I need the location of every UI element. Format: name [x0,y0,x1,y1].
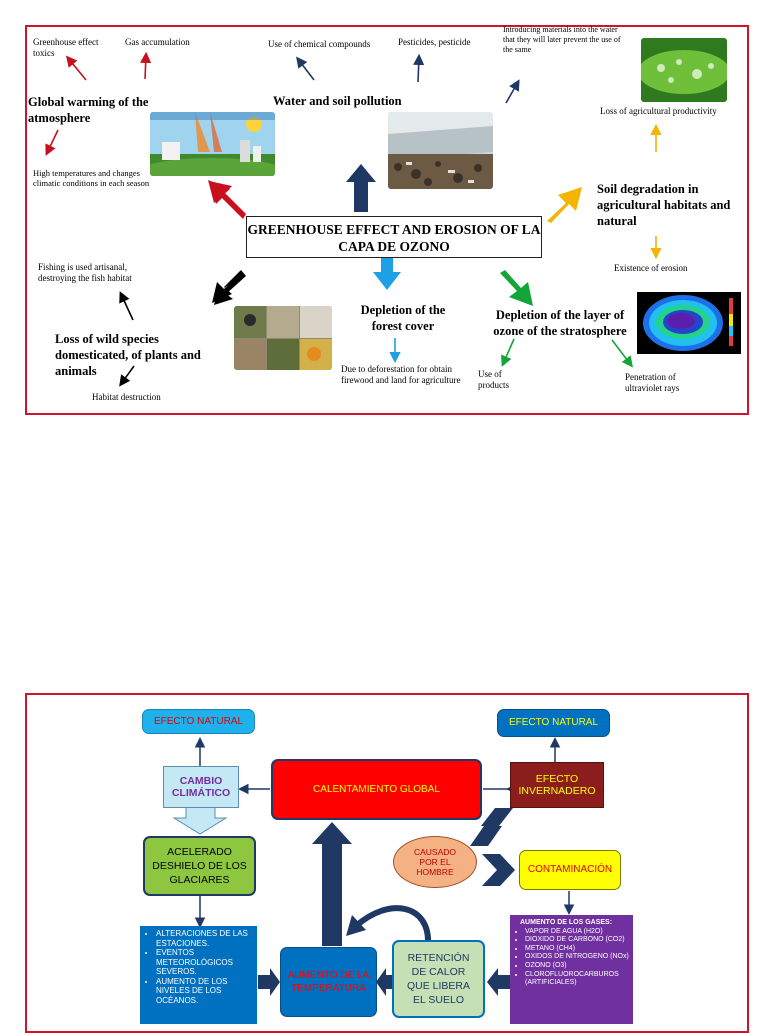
gas-item: OXIDOS DE NITROGENO (NOx) [525,953,629,962]
gw-effect-1: Greenhouse effect toxics [33,37,99,58]
forest-heading: Depletion of the forest cover [360,303,446,333]
ws-cause-3: Introducing materials into the water tha… [503,25,621,54]
greenhouse-image [150,112,275,176]
bottom-diagram-frame [25,693,749,1033]
leaf-image [641,38,727,102]
pollution-image [388,112,493,189]
gas-item: OZONO (O3) [525,962,629,971]
water-soil-heading: Water and soil pollution [273,94,402,108]
arrow-ws-cause3 [505,79,520,104]
water-drops-leaf-photo [641,38,727,102]
top-arrows-layer [45,51,662,387]
global-warming-heading: Global warming of the atmosphere [28,95,149,125]
gases-list-box: AUMENTO DE LOS GASES: VAPOR DE AGUA (H2O… [510,915,633,1024]
big-arrow-red-body [209,181,246,219]
ozone-cause-2: Penetration of ultraviolet rays [625,372,680,393]
gw-effect-2: Gas accumulation [125,37,190,47]
cambio-climatico-box: CAMBIO CLIMÁTICO [163,766,239,808]
wild-cause-2: Habitat destruction [92,392,161,402]
sd-effect-1: Loss of agricultural productivity [600,106,717,116]
gases-title: AUMENTO DE LOS GASES: [520,919,613,926]
ozone-hole-image [637,292,741,354]
arrow-ozone-cause1 [501,338,515,367]
gas-item: DIOXIDO DE CARBONO (CO2) [525,936,629,945]
gw-effect-3: High temperatures and changes climatic c… [33,168,150,188]
soil-degradation-heading: Soil degradation in agricultural habitat… [597,182,731,228]
wild-cause-1: Fishing is used artisanal, destroying th… [38,262,132,283]
efecto-natural-right: EFECTO NATURAL [497,709,610,737]
arrow-ws-cause2b [119,365,135,387]
deshielo-box: ACELERADO DESHIELO DE LOS GLACIARES [143,836,256,896]
wild-species-heading: Loss of wild species domesticated, of pl… [55,332,201,378]
arrow-ws-cause1 [296,56,315,81]
gas-item: VAPOR DE AGUA (H2O) [525,928,629,937]
ozone-cause-1: Use of products [478,369,509,390]
arrow-ozone-cause2 [611,339,633,368]
top-diagram-frame [25,25,749,415]
aumento-temperatura-box: AUMENTO DE LA TEMPERATURA [280,947,377,1017]
alteraciones-item: ALTERACIONES DE LAS ESTACIONES. [156,929,253,948]
retencion-calor-box: RETENCIÓN DE CALOR QUE LIBERA EL SUELO [392,940,485,1018]
arrow-gw-effect1 [65,55,87,81]
wildlife-image [234,306,332,370]
calentamiento-global-box: CALENTAMIENTO GLOBAL [271,759,482,820]
wildlife-collage-photo [234,306,332,370]
ws-cause-1: Use of chemical compounds [268,39,371,49]
big-arrow-green [500,270,533,306]
center-title: GREENHOUSE EFFECT AND EROSION OF LA CAPA… [247,222,541,254]
efecto-invernadero-box: EFECTO INVERNADERO [510,762,604,808]
gas-item: CLOROFLUOROCARBUROS (ARTIFICIALES) [525,971,629,988]
alteraciones-item: AUMENTO DE LOS NIVELES DE LOS OCÉANOS. [156,977,253,1006]
efecto-natural-left: EFECTO NATURAL [142,709,255,734]
center-title-box: GREENHOUSE EFFECT AND EROSION OF LA CAPA… [246,216,542,258]
arrow-gw-effect3 [45,129,59,156]
ozone-heading: Depletion of the layer of ozone of the s… [493,308,627,338]
arrow-ws-cause1b [119,291,134,321]
big-arrow-navy [346,164,376,212]
big-arrow-black-body [214,270,246,305]
ws-cause-2: Pesticides, pesticide [398,37,471,47]
big-arrow-cyan [373,258,401,290]
big-arrow-orange [547,187,582,223]
contaminacion-box: CONTAMINACIÓN [519,850,621,890]
forest-cause-1: Due to deforestation for obtain firewood… [341,364,461,385]
alteraciones-list-box: ALTERACIONES DE LAS ESTACIONES. EVENTOS … [140,926,257,1024]
causado-hombre-ellipse: CAUSADO POR EL HOMBRE [393,836,477,888]
gas-item: METANO (CH4) [525,945,629,954]
sd-effect-2: Existence of erosion [614,263,688,273]
ozone-map-image [637,292,741,354]
arrow-gw-effect2 [140,51,152,80]
arrow-ws-cause2 [413,53,425,83]
greenhouse-illustration [150,112,275,176]
polluted-beach-photo [388,112,493,189]
alteraciones-item: EVENTOS METEOROLÓGICOS SEVEROS. [156,948,253,977]
